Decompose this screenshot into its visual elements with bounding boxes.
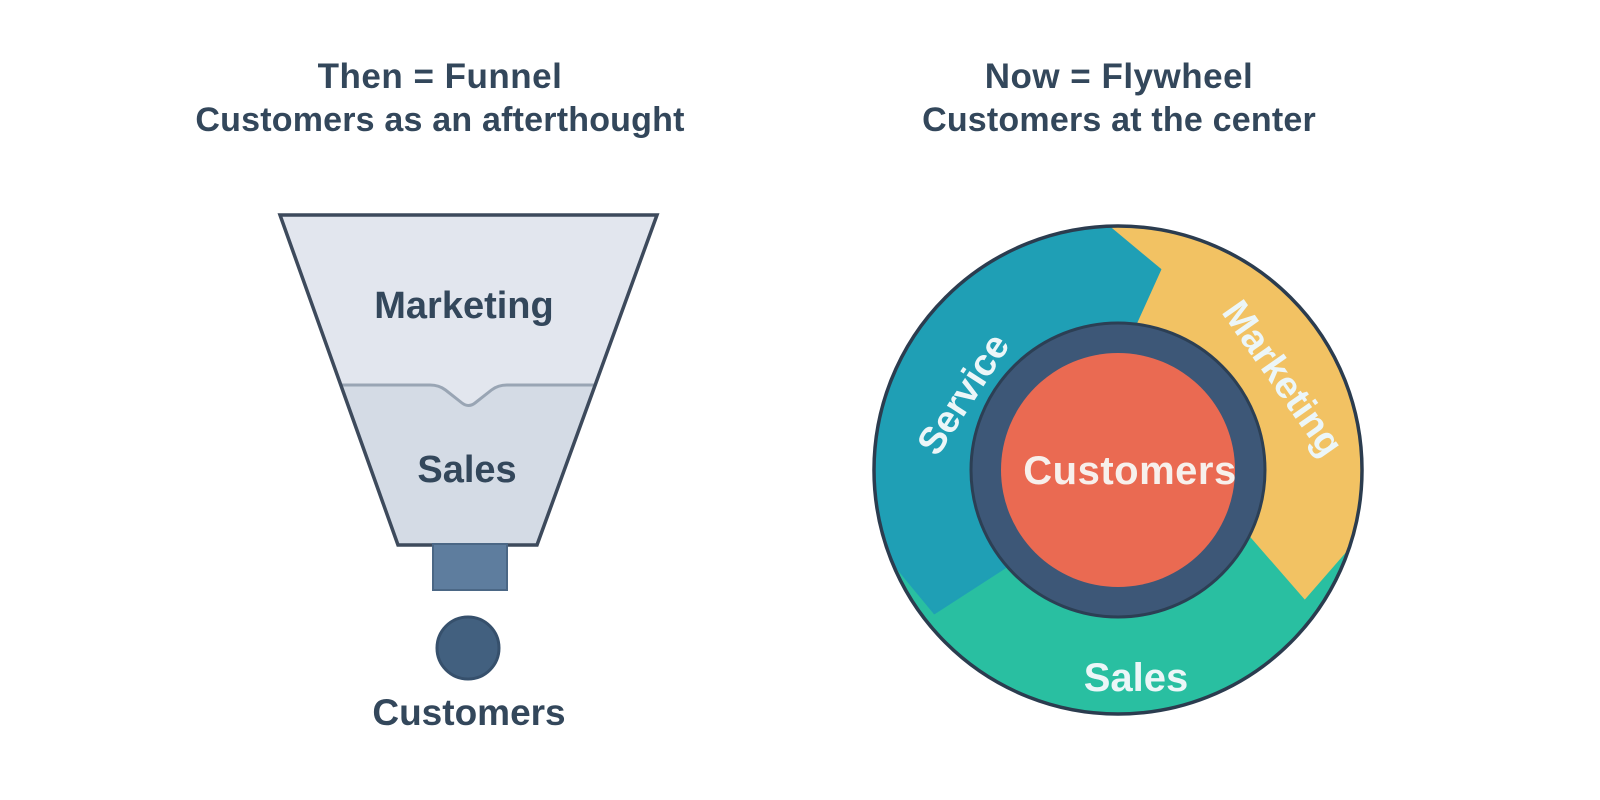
funnel-sales-section [340, 385, 596, 545]
funnel-stage-label-marketing: Marketing [374, 285, 553, 327]
flywheel-sales-label: Sales [1084, 656, 1189, 700]
funnel-subtitle: Customers as an afterthought [195, 101, 684, 139]
flywheel-diagram: Now = Flywheel Customers at the center S… [872, 57, 1364, 716]
flywheel-subtitle: Customers at the center [922, 101, 1316, 139]
funnel-marketing-section [280, 215, 657, 406]
funnel-drop-circle [435, 615, 501, 681]
funnel-stage-label-sales: Sales [417, 449, 516, 491]
flywheel-title: Now = Flywheel [985, 57, 1254, 96]
flywheel-customer-core [1001, 353, 1235, 587]
funnel-customers-label: Customers [372, 692, 565, 733]
funnel-spout [432, 543, 508, 591]
flywheel-customers-label: Customers [1023, 449, 1236, 493]
funnel-outline [277, 213, 660, 547]
flywheel-outer-outline [872, 224, 1364, 716]
funnel-divider-line [339, 383, 597, 407]
funnel-title: Then = Funnel [318, 57, 563, 96]
funnel-diagram: Then = Funnel Customers as an afterthoug… [195, 57, 684, 733]
